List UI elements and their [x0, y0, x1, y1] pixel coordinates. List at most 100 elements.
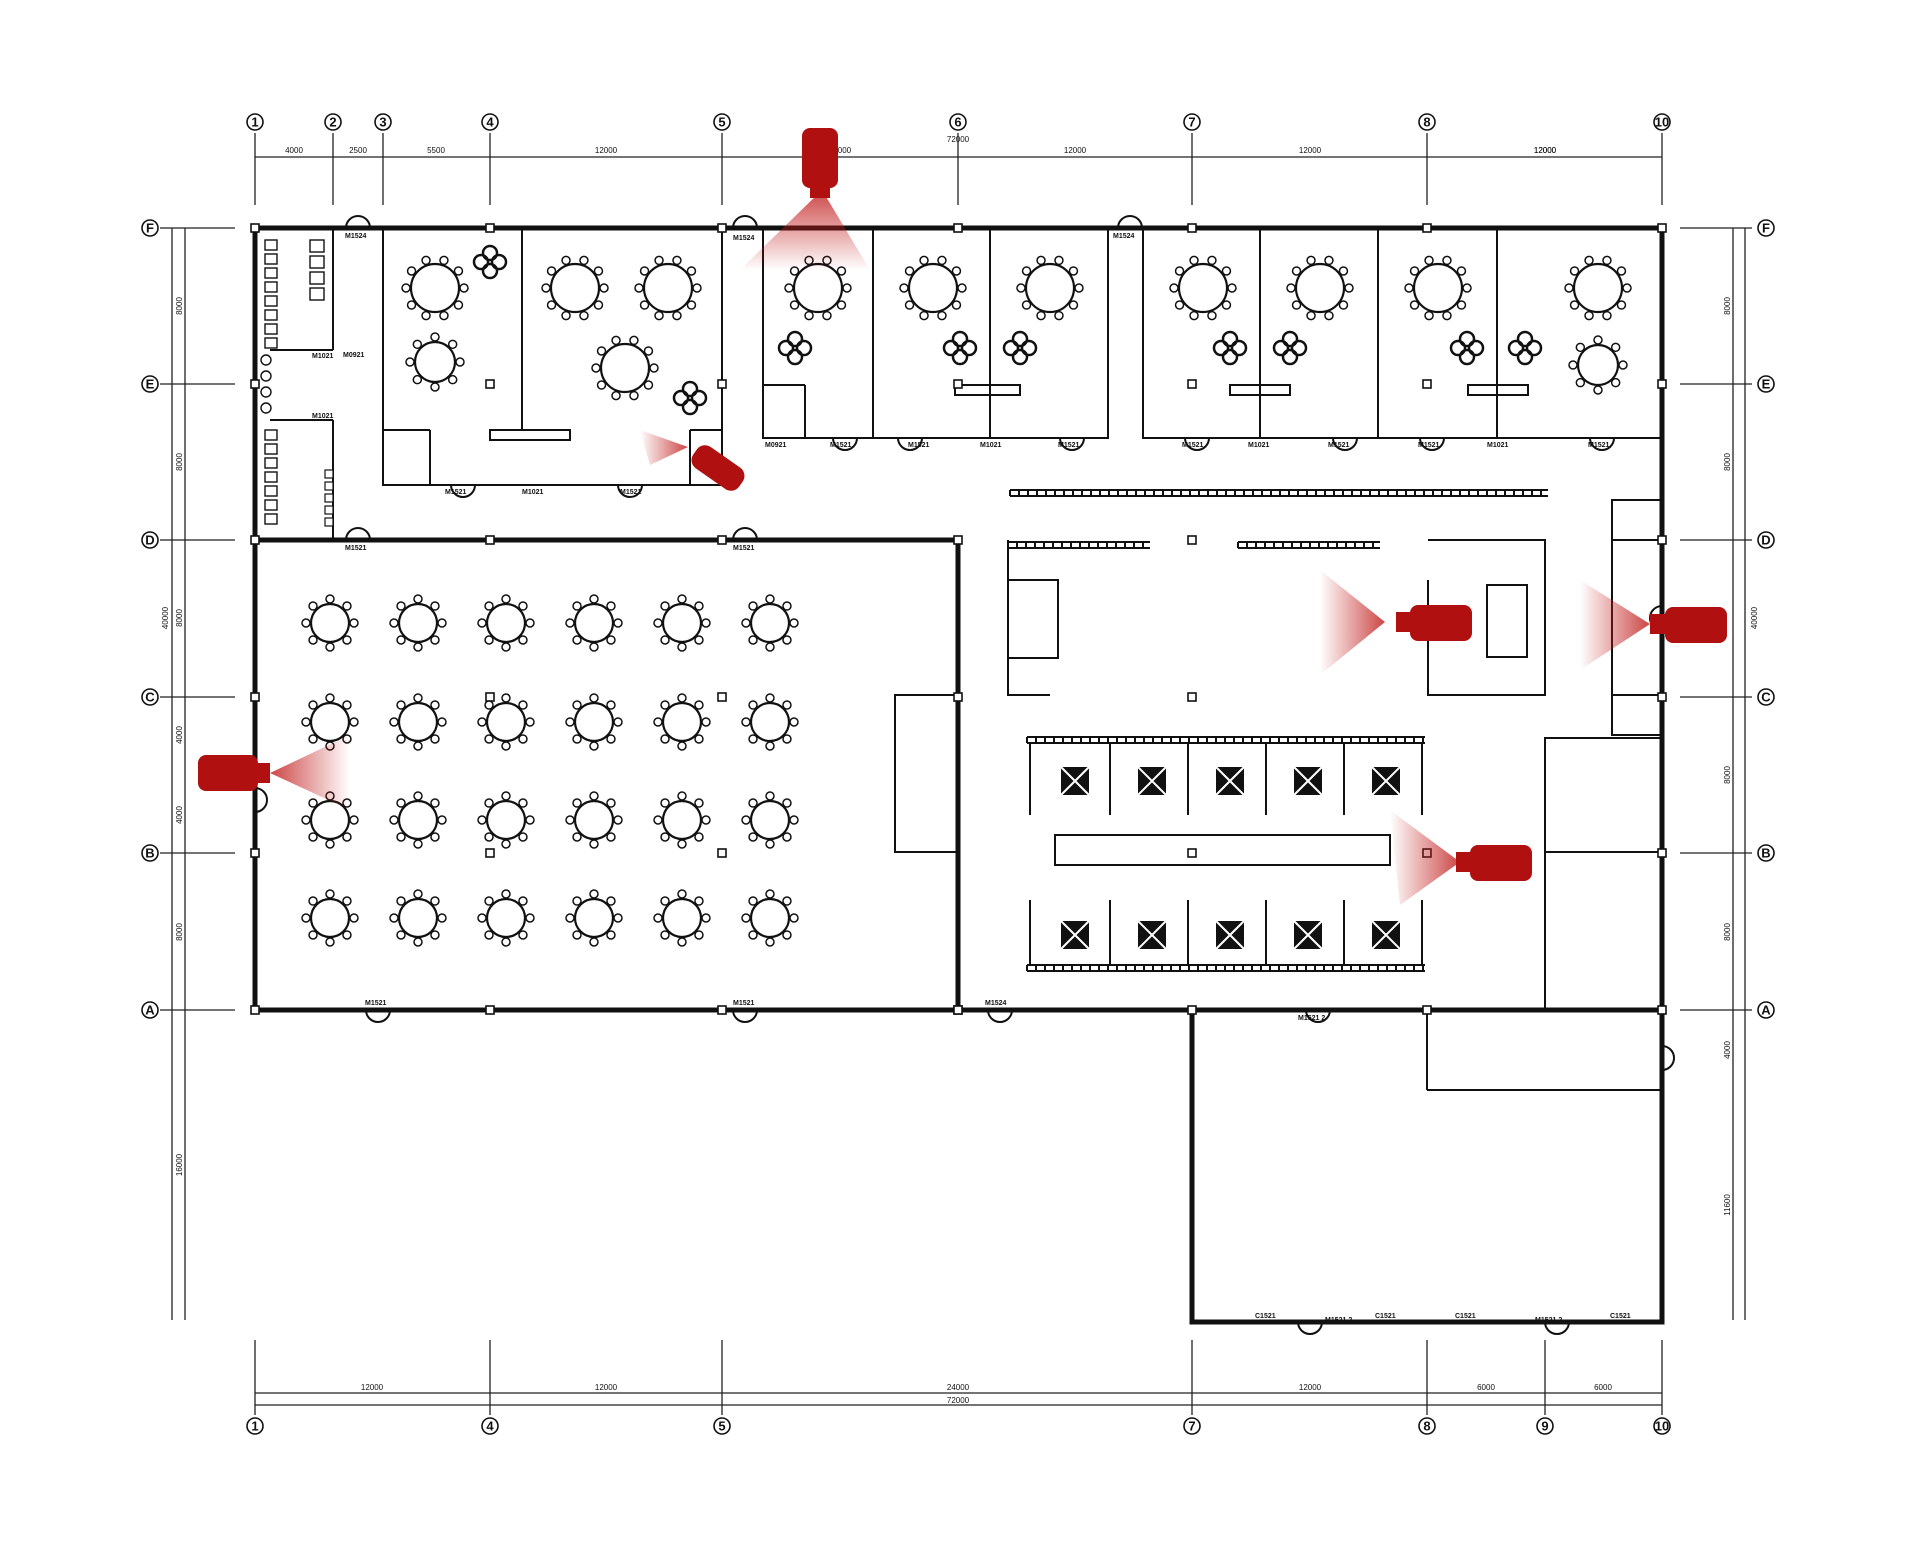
chair	[342, 896, 352, 906]
private-table	[405, 332, 465, 392]
column	[485, 692, 495, 702]
chair	[957, 283, 967, 293]
chair	[572, 930, 582, 940]
chair	[518, 734, 528, 744]
table-top	[1412, 262, 1464, 314]
chair	[1409, 300, 1420, 310]
chair	[308, 601, 318, 611]
chair	[789, 913, 799, 923]
clover-lobe	[1272, 339, 1290, 357]
chair	[1568, 360, 1578, 370]
toilet	[264, 295, 278, 307]
chair	[677, 642, 687, 652]
chair	[741, 717, 751, 727]
column	[1422, 223, 1432, 233]
clover-lobe	[1281, 330, 1299, 348]
chair	[413, 741, 423, 751]
grid-label: B	[145, 846, 154, 861]
workstation-pod	[1215, 766, 1245, 796]
desk-line	[1137, 920, 1167, 950]
chair	[1054, 255, 1064, 266]
chair	[453, 300, 464, 310]
dimension-label: 11600	[1723, 1194, 1732, 1216]
door-label: M1521 2	[1535, 1317, 1562, 1324]
toilet	[264, 429, 278, 441]
chair	[430, 332, 440, 342]
chair	[396, 635, 406, 645]
dimension-label: 8000	[175, 923, 184, 941]
dimension-label: 12000	[829, 146, 852, 155]
table-top	[599, 342, 651, 394]
grid-label: 1	[251, 1419, 258, 1434]
chair	[413, 594, 423, 604]
private-table	[541, 255, 609, 321]
dimension-label: 12000	[1534, 146, 1557, 155]
chair	[606, 601, 616, 611]
chair	[748, 734, 758, 744]
grid-label: D	[1761, 533, 1770, 548]
door-label: M1521	[365, 1000, 387, 1007]
grid-bubble	[481, 1417, 499, 1435]
chair	[599, 283, 609, 293]
chair	[789, 618, 799, 628]
desk-line	[1060, 766, 1090, 796]
door-swing	[1332, 437, 1358, 451]
chair	[459, 283, 469, 293]
dimension-label: 12000	[595, 1383, 618, 1392]
dimension-label: 8000	[1723, 297, 1732, 315]
camera-icon	[198, 755, 258, 791]
door-swing	[1059, 437, 1085, 451]
railing-reception-left	[1007, 541, 1150, 549]
door-label: M1524	[733, 235, 755, 242]
door-swing	[450, 484, 476, 498]
camera-icon	[1470, 845, 1532, 881]
chair	[430, 798, 440, 808]
door-swing	[732, 527, 758, 541]
chair	[349, 618, 359, 628]
grid-label: F	[146, 221, 154, 236]
chair	[606, 930, 616, 940]
chair	[677, 791, 687, 801]
camera-west-entrance	[198, 735, 350, 810]
column	[1187, 535, 1197, 545]
door-label: M1524	[985, 1000, 1007, 1007]
camera-icon	[691, 445, 745, 491]
door-label: M1521 2	[1325, 1317, 1352, 1324]
desk-line	[1371, 920, 1401, 950]
grid-bubble	[1536, 1417, 1554, 1435]
clover-lobe	[1281, 348, 1299, 366]
chair	[1622, 283, 1632, 293]
grid-label: A	[1761, 1003, 1771, 1018]
railing-workstation-bottom	[1026, 964, 1425, 972]
table-top	[792, 262, 844, 314]
chair	[1169, 283, 1179, 293]
chair	[501, 642, 511, 652]
chair	[589, 741, 599, 751]
chair	[748, 700, 758, 710]
column	[485, 1005, 495, 1015]
dimension-label: 8000	[175, 453, 184, 471]
chair	[613, 913, 623, 923]
sink	[260, 386, 272, 398]
chair	[565, 913, 575, 923]
chair	[565, 717, 575, 727]
door-swing	[1544, 1321, 1570, 1335]
grid-bubble	[1653, 1417, 1671, 1435]
chair	[613, 618, 623, 628]
banquet-table	[565, 594, 623, 652]
table-top	[642, 262, 694, 314]
column	[953, 379, 963, 389]
dimension-label: 8000	[1723, 766, 1732, 784]
chair	[660, 798, 670, 808]
toilet	[264, 309, 278, 321]
chair	[1016, 283, 1026, 293]
grid-bubble	[1183, 1417, 1201, 1435]
grid-bubble	[374, 113, 392, 131]
chair	[412, 339, 423, 350]
chair	[789, 717, 799, 727]
door-label: M1521	[830, 442, 852, 449]
chair	[501, 889, 511, 899]
door-swing	[1305, 1009, 1331, 1023]
workstation-pod	[1371, 920, 1401, 950]
chair	[396, 930, 406, 940]
